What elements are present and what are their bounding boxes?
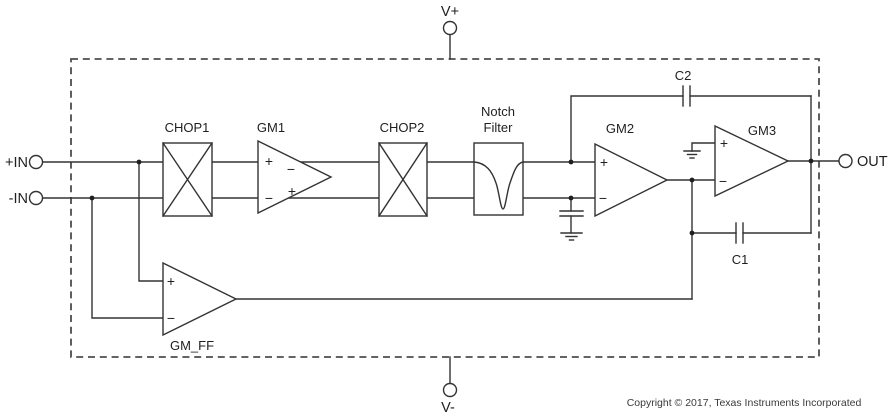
junction-dot bbox=[568, 195, 574, 201]
ic-boundary-dashed-box bbox=[70, 58, 820, 358]
junction-dot bbox=[689, 177, 695, 183]
gm3-label: GM3 bbox=[748, 123, 776, 138]
gmff-amplifier-triangle bbox=[162, 261, 238, 337]
c1-label: C1 bbox=[732, 252, 749, 267]
gmff-label: GM_FF bbox=[170, 338, 214, 353]
chop1-x-glyph bbox=[162, 142, 213, 217]
chop1-block bbox=[162, 142, 213, 217]
c2-feedback-left-wire bbox=[570, 95, 684, 163]
ground-symbol-gm3 bbox=[683, 150, 701, 159]
junction-dot bbox=[568, 159, 574, 165]
chop2-x-glyph bbox=[378, 142, 428, 217]
gm1-output-minus-sign: − bbox=[287, 161, 295, 177]
copyright-notice: Copyright © 2017, Texas Instruments Inco… bbox=[627, 397, 862, 409]
out-label: OUT bbox=[857, 154, 888, 170]
gm3-plus-sign: + bbox=[720, 135, 728, 151]
gmff-plus-sign: + bbox=[167, 273, 175, 289]
chop2-label: CHOP2 bbox=[380, 120, 425, 135]
notch-response-curve bbox=[473, 161, 524, 210]
gm1-input-plus-sign: + bbox=[265, 153, 273, 169]
gm2-label: GM2 bbox=[606, 121, 634, 136]
gm1-amplifier-triangle bbox=[257, 139, 333, 215]
c2-capacitor bbox=[682, 85, 691, 107]
gm2-minus-sign: − bbox=[599, 190, 607, 206]
c2-label: C2 bbox=[675, 68, 692, 83]
ground-symbol-shunt bbox=[560, 232, 583, 241]
notch-label-line2: Filter bbox=[484, 120, 514, 135]
gm3-plus-input-wire bbox=[691, 142, 716, 152]
notch-label-line1: Notch bbox=[481, 104, 515, 119]
vplus-label: V+ bbox=[441, 4, 459, 20]
junction-dot bbox=[89, 195, 95, 201]
out-terminal-circle bbox=[838, 153, 853, 169]
gm2-amplifier-triangle bbox=[594, 142, 669, 218]
gm1-label: GM1 bbox=[257, 120, 285, 135]
gmff-minus-sign: − bbox=[167, 310, 175, 326]
junction-dot bbox=[689, 230, 695, 236]
vminus-label: V- bbox=[441, 400, 455, 416]
gm3-amplifier-triangle bbox=[714, 124, 790, 198]
in-pos-terminal-circle bbox=[28, 154, 44, 170]
notch-filter-block bbox=[473, 142, 524, 216]
gm3-minus-sign: − bbox=[719, 173, 727, 189]
c1-capacitor bbox=[735, 222, 744, 244]
feedforward-minus-tap-wire bbox=[91, 197, 164, 319]
gm2-plus-sign: + bbox=[600, 154, 608, 170]
chop1-label: CHOP1 bbox=[165, 120, 210, 135]
vplus-terminal-circle bbox=[442, 20, 458, 36]
feedforward-plus-tap-wire bbox=[138, 161, 164, 282]
gm1-output-plus-sign: + bbox=[288, 183, 296, 199]
in-pos-label: +IN bbox=[5, 155, 28, 171]
junction-dot bbox=[808, 158, 814, 164]
junction-dot bbox=[136, 159, 142, 165]
in-neg-label: -IN bbox=[9, 191, 28, 207]
vminus-terminal-circle bbox=[442, 382, 458, 398]
gm1-input-minus-sign: − bbox=[265, 190, 273, 206]
chop2-block bbox=[378, 142, 428, 217]
in-neg-terminal-circle bbox=[28, 190, 44, 206]
